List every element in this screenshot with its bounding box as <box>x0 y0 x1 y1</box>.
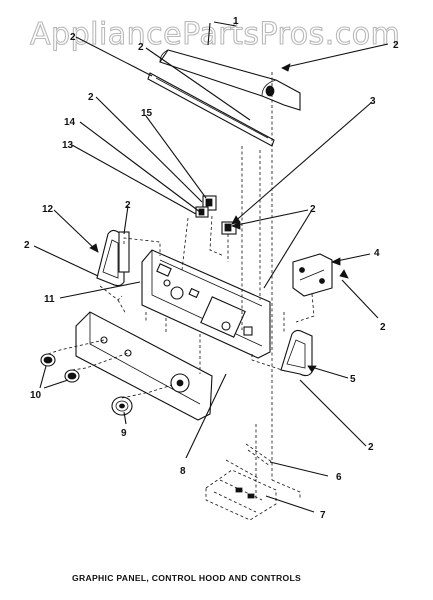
callout-10: 10 <box>30 390 42 401</box>
callout-1: 1 <box>233 16 239 27</box>
part-14-13-clip <box>195 206 209 218</box>
part-4-bracket <box>292 253 333 297</box>
callout-12: 12 <box>42 204 54 215</box>
diagram-caption: GRAPHIC PANEL, CONTROL HOOD AND CONTROLS <box>72 573 301 583</box>
part-5-right-end-cap <box>280 329 313 377</box>
callout-2-right: 2 <box>380 322 386 333</box>
part-12-left-end-cap <box>96 229 130 287</box>
part-10-knobs <box>40 353 80 383</box>
callout-14: 14 <box>64 117 76 128</box>
part-9-knob <box>111 396 133 416</box>
callout-8: 8 <box>180 466 186 477</box>
part-8-graphic-panel <box>75 311 213 421</box>
callout-3: 3 <box>370 96 376 107</box>
callout-2-strip: 2 <box>138 42 144 53</box>
part-3-switch <box>221 221 237 235</box>
callout-15: 15 <box>141 108 153 119</box>
callout-6: 6 <box>336 472 342 483</box>
callout-2-mid: 2 <box>310 204 316 215</box>
callout-9: 9 <box>121 428 127 439</box>
callout-13: 13 <box>62 140 74 151</box>
callout-7: 7 <box>320 510 326 521</box>
part-6-spring <box>245 443 273 467</box>
callout-labels: 1 2 2 2 3 2 15 14 13 12 2 2 2 4 11 2 5 1… <box>24 16 399 521</box>
callout-11: 11 <box>44 294 55 305</box>
arrowheads <box>89 63 349 373</box>
callout-2-upper: 2 <box>88 92 94 103</box>
part-1-top-cover <box>159 49 301 111</box>
callout-2-top-left: 2 <box>70 32 76 43</box>
part-7-mount-plate <box>205 469 277 521</box>
callout-4: 4 <box>374 248 380 259</box>
leader-lines <box>33 21 389 513</box>
callout-2-left-cap: 2 <box>125 200 131 211</box>
callout-2-left: 2 <box>24 240 30 251</box>
callout-2-lower-right: 2 <box>368 442 374 453</box>
callout-2-top-right: 2 <box>393 40 399 51</box>
callout-5: 5 <box>350 374 356 385</box>
part-11-control-hood <box>141 249 271 359</box>
